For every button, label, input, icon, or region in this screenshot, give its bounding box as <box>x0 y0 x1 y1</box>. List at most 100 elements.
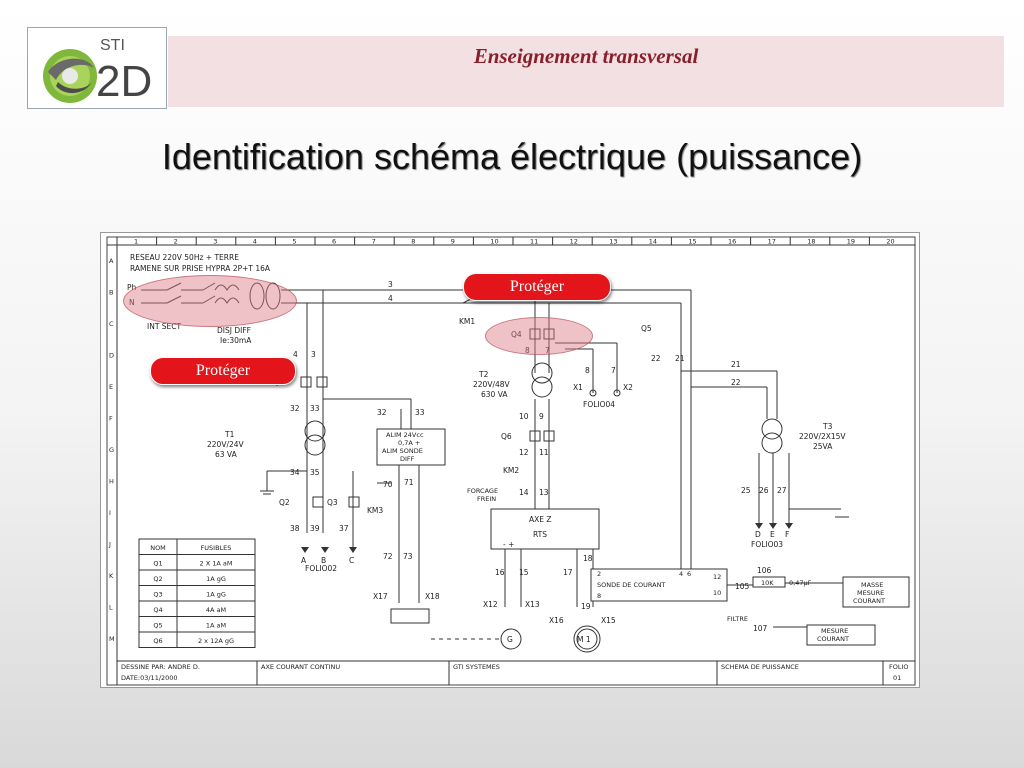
masse-line2: MESURE <box>857 589 884 597</box>
cartouche-schema: SCHEMA DE PUISSANCE <box>721 663 799 671</box>
folio03-arrows <box>755 523 793 529</box>
q1-fuse-a <box>300 376 312 388</box>
svg-text:- +: - + <box>503 540 514 549</box>
wire-9: 9 <box>539 412 544 421</box>
sonde-pin-10: 10 <box>713 589 721 597</box>
alim-line3: ALIM SONDE <box>382 447 423 455</box>
t1-coil-primary <box>304 420 326 442</box>
int-sect-label: INT SECT <box>147 322 182 331</box>
wire-3: 3 <box>388 280 393 289</box>
sonde-pin-6: 6 <box>687 570 691 578</box>
x12-label: X12 <box>483 600 498 609</box>
wire-70: 70 <box>383 480 393 489</box>
wire-38: 38 <box>290 524 300 533</box>
q2-fuse <box>312 496 324 508</box>
disj-diff-label: DISJ DIFF <box>217 326 251 335</box>
wire-15: 15 <box>519 568 529 577</box>
t2-name: T2 <box>478 370 489 379</box>
wire-37: 37 <box>339 524 349 533</box>
fuse-table-cell: Q2 <box>153 575 162 583</box>
column-number: 5 <box>292 238 296 246</box>
axe-z-label: AXE Z <box>529 515 552 524</box>
folio03-label: FOLIO03 <box>751 540 783 549</box>
row-letter: D <box>109 352 114 360</box>
frein-label: FREIN <box>477 495 496 503</box>
callout-proteger-right: Protéger <box>463 273 611 301</box>
mesure-line2: COURANT <box>817 635 849 643</box>
column-number: 20 <box>886 238 894 246</box>
wire-72: 72 <box>383 552 393 561</box>
row-letter: K <box>109 572 114 580</box>
wire-71: 71 <box>404 478 414 487</box>
row-letter: J <box>108 541 111 549</box>
phase-label: Ph <box>127 283 137 292</box>
rts-label: RTS <box>533 530 547 539</box>
wire-34: 34 <box>290 468 300 477</box>
t2-power: 630 VA <box>481 390 508 399</box>
wire-8b: 8 <box>585 366 590 375</box>
fuse-table-cell: 2 X 1A aM <box>200 560 233 568</box>
wire-33b: 33 <box>415 408 425 417</box>
column-number: 15 <box>688 238 696 246</box>
column-number: 10 <box>490 238 498 246</box>
sti2d-logo-graphic: STI 2D <box>43 37 152 106</box>
row-letter: I <box>109 509 111 517</box>
x18-label: X18 <box>425 592 440 601</box>
wire-107: 107 <box>753 624 768 633</box>
km1-label: KM1 <box>459 317 475 326</box>
row-letter: C <box>109 320 114 328</box>
wire-16: 16 <box>495 568 505 577</box>
wire-14: 14 <box>519 488 529 497</box>
wire-3b: 3 <box>311 350 316 359</box>
wire-22b: 22 <box>731 378 741 387</box>
x13-label: X13 <box>525 600 540 609</box>
fuse-table-cell: Q6 <box>153 637 162 645</box>
t3-coil-primary <box>761 418 783 440</box>
q3-fuse <box>348 496 360 508</box>
wire-4b: 4 <box>293 350 298 359</box>
column-number: 18 <box>807 238 815 246</box>
column-number: 2 <box>174 238 178 246</box>
x16-label: X16 <box>549 616 564 625</box>
column-number: 13 <box>609 238 617 246</box>
x15-label: X15 <box>601 616 616 625</box>
title-block: DESSINE PAR: ANDRE D. DATE:03/11/2000 AX… <box>117 660 915 685</box>
wire-22: 22 <box>651 354 661 363</box>
motor-symbol <box>573 625 601 653</box>
wire-10: 10 <box>519 412 529 421</box>
wire-26: 26 <box>759 486 769 495</box>
column-number: 6 <box>332 238 336 246</box>
t3-name: T3 <box>822 422 833 431</box>
logo-sti-text: STI <box>100 37 125 54</box>
alim-box <box>376 428 446 466</box>
t2-coil-secondary <box>531 376 553 398</box>
column-number: 8 <box>411 238 415 246</box>
column-number: 3 <box>213 238 217 246</box>
row-letter: G <box>109 446 114 454</box>
alim-line4: DIFF <box>400 455 415 463</box>
wire-19: 19 <box>581 602 591 611</box>
wire-21: 21 <box>675 354 685 363</box>
t1-coil-secondary <box>304 434 326 456</box>
out-c: C <box>349 556 354 565</box>
column-number: 1 <box>134 238 138 246</box>
t1-name: T1 <box>224 430 235 439</box>
motor-label: M 1 <box>577 635 591 644</box>
cartouche-gti: GTI SYSTEMES <box>453 663 500 671</box>
masse-line1: MASSE <box>861 581 883 589</box>
header-title: Enseignement transversal <box>473 44 699 68</box>
drawn-by: DESSINE PAR: ANDRE D. <box>121 663 200 671</box>
column-number: 9 <box>451 238 455 246</box>
x2-label: X2 <box>623 383 633 392</box>
masse-line3: COURANT <box>853 597 885 605</box>
out-f: F <box>785 530 789 539</box>
column-number: 16 <box>728 238 736 246</box>
column-number: 14 <box>649 238 657 246</box>
mesure-courant-box <box>806 624 876 646</box>
folio02-label: FOLIO02 <box>305 564 337 573</box>
row-letter: F <box>109 415 113 423</box>
fuse-table-cell: Q5 <box>153 622 162 630</box>
x1-label: X1 <box>573 383 583 392</box>
